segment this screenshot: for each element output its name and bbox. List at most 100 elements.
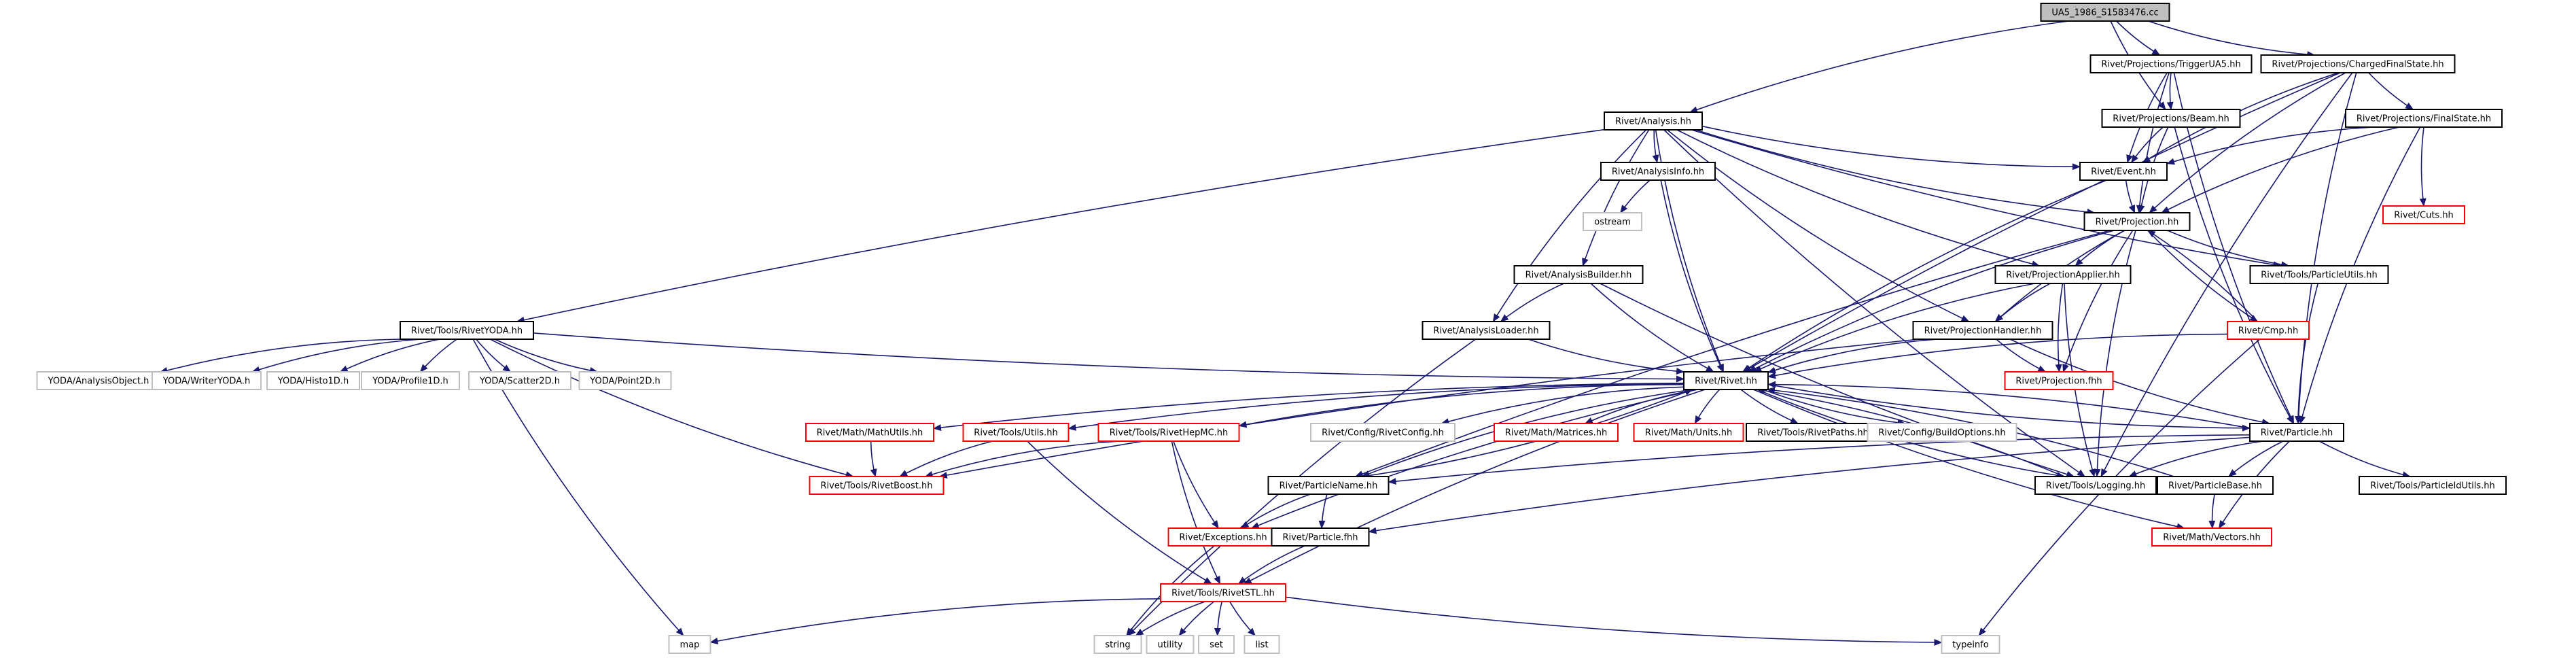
- node-box: [1867, 423, 2017, 442]
- node-label: Rivet/ParticleBase.hh: [2168, 481, 2262, 491]
- node-map[interactable]: map: [668, 635, 711, 654]
- node-box: [1994, 265, 2132, 284]
- node-rivet-math-units-hh[interactable]: Rivet/Math/Units.hh: [1633, 423, 1744, 442]
- node-set[interactable]: set: [1198, 635, 1235, 654]
- edge-finalstate-to-cuts: [2419, 126, 2427, 207]
- edge-beam-to-particle: [2174, 126, 2294, 424]
- edge-rivet-to-particle: [1767, 383, 2251, 432]
- node-label: Rivet/Cuts.hh: [2394, 211, 2454, 221]
- node-rivet-projections-finalstate-hh[interactable]: Rivet/Projections/FinalState.hh: [2345, 109, 2503, 128]
- node-label: Rivet/Event.hh: [2091, 167, 2156, 177]
- node-yoda-profile1d-h[interactable]: YODA/Profile1D.h: [361, 371, 460, 390]
- node-rivet-cmp-hh[interactable]: Rivet/Cmp.hh: [2227, 321, 2310, 340]
- node-box: [2101, 109, 2241, 128]
- node-rivet-math-mathutils-hh[interactable]: Rivet/Math/MathUtils.hh: [805, 423, 934, 442]
- node-rivet-tools-utils-hh[interactable]: Rivet/Tools/Utils.hh: [962, 423, 1070, 442]
- node-yoda-scatter2d-h[interactable]: YODA/Scatter2D.h: [468, 371, 571, 390]
- node-rivet-exceptions-hh[interactable]: Rivet/Exceptions.hh: [1167, 527, 1279, 547]
- node-ua5-1986-s1583476-cc[interactable]: UA5_1986_S1583476.cc: [2040, 3, 2170, 22]
- node-label: Rivet/ProjectionHandler.hh: [1924, 326, 2042, 336]
- node-utility[interactable]: utility: [1146, 635, 1195, 654]
- node-label: Rivet/Config/RivetConfig.hh: [1322, 428, 1444, 438]
- node-rivet-particlename-hh[interactable]: Rivet/ParticleName.hh: [1267, 476, 1390, 495]
- node-rivet-projectionhandler-hh[interactable]: Rivet/ProjectionHandler.hh: [1912, 321, 2053, 340]
- node-rivet-rivet-hh[interactable]: Rivet/Rivet.hh: [1683, 371, 1769, 390]
- node-label: map: [680, 640, 700, 651]
- edge-particlename-to-rivet: [1362, 389, 1693, 477]
- node-typeinfo[interactable]: typeinfo: [1941, 635, 2000, 654]
- edge-analysis-to-logging: [1663, 129, 2086, 477]
- node-yoda-histo1d-h[interactable]: YODA/Histo1D.h: [266, 371, 360, 390]
- edge-rivetstl-to-typeinfo: [1285, 596, 1943, 646]
- node-rivet-analysisinfo-hh[interactable]: Rivet/AnalysisInfo.hh: [1600, 162, 1716, 181]
- edge-rivet-to-mathutils: [933, 382, 1684, 432]
- edge-rivetstl-to-utility: [1178, 601, 1215, 636]
- node-label: YODA/Profile1D.h: [372, 377, 448, 387]
- node-rivet-tools-rivethepmc-hh[interactable]: Rivet/Tools/RivetHepMC.hh: [1097, 423, 1240, 442]
- node-rivet-projections-triggerua5-hh[interactable]: Rivet/Projections/TriggerUA5.hh: [2089, 54, 2253, 73]
- node-rivet-projections-beam-hh[interactable]: Rivet/Projections/Beam.hh: [2101, 109, 2241, 128]
- node-rivet-analysisbuilder-hh[interactable]: Rivet/AnalysisBuilder.hh: [1513, 265, 1644, 284]
- node-label: Rivet/Tools/Utils.hh: [974, 428, 1057, 438]
- edge-projection-to-cmp: [2147, 230, 2259, 322]
- node-rivet-particle-hh[interactable]: Rivet/Particle.hh: [2249, 423, 2344, 442]
- node-box: [1097, 423, 1240, 442]
- node-rivet-tools-rivetboost-hh[interactable]: Rivet/Tools/RivetBoost.hh: [809, 476, 945, 495]
- node-label: Rivet/Particle.hh: [2261, 428, 2333, 438]
- node-rivet-cuts-hh[interactable]: Rivet/Cuts.hh: [2382, 205, 2465, 224]
- node-label: UA5_1986_S1583476.cc: [2051, 8, 2158, 18]
- node-rivet-config-buildoptions-hh[interactable]: Rivet/Config/BuildOptions.hh: [1867, 423, 2017, 442]
- edge-mathutils-to-rivetboost: [870, 440, 877, 477]
- node-box: [2359, 476, 2507, 495]
- node-box: [1604, 111, 1703, 131]
- node-rivet-projectionapplier-hh[interactable]: Rivet/ProjectionApplier.hh: [1994, 265, 2132, 284]
- node-string[interactable]: string: [1093, 635, 1142, 654]
- node-yoda-point2d-h[interactable]: YODA/Point2D.h: [578, 371, 672, 390]
- node-rivet-projection-hh[interactable]: Rivet/Projection.hh: [2083, 212, 2191, 231]
- edges-layer: [159, 20, 2427, 646]
- node-label: Rivet/Math/MathUtils.hh: [817, 428, 923, 438]
- node-rivet-particle-fhh[interactable]: Rivet/Particle.fhh: [1271, 527, 1370, 547]
- node-yoda-analysisobject-h[interactable]: YODA/AnalysisObject.h: [36, 371, 161, 390]
- node-label: Rivet/Projections/ChargedFinalState.hh: [2272, 60, 2443, 70]
- node-rivet-event-hh[interactable]: Rivet/Event.hh: [2079, 162, 2168, 181]
- node-box: [1271, 527, 1370, 547]
- edge-rivetstl-to-map: [709, 598, 1161, 644]
- edge-analysisinfo-to-ostream: [1620, 179, 1651, 213]
- node-rivet-projection-fhh[interactable]: Rivet/Projection.fhh: [2004, 371, 2114, 390]
- node-rivet-analysisloader-hh[interactable]: Rivet/AnalysisLoader.hh: [1422, 321, 1551, 340]
- node-box: [2382, 205, 2465, 224]
- node-rivet-projections-chargedfinalstate-hh[interactable]: Rivet/Projections/ChargedFinalState.hh: [2260, 54, 2456, 73]
- node-label: YODA/WriterYODA.h: [162, 377, 250, 387]
- node-box: [152, 371, 262, 390]
- node-rivet-math-matrices-hh[interactable]: Rivet/Math/Matrices.hh: [1494, 423, 1619, 442]
- node-list[interactable]: list: [1243, 635, 1280, 654]
- edge-rivet-to-vectors: [1753, 389, 2185, 530]
- node-rivet-analysis-hh[interactable]: Rivet/Analysis.hh: [1604, 111, 1703, 131]
- edge-rivetyoda-to-rivetboost: [490, 339, 854, 479]
- node-box: [400, 321, 534, 340]
- node-rivet-math-vectors-hh[interactable]: Rivet/Math/Vectors.hh: [2151, 527, 2272, 547]
- node-rivet-config-rivetconfig-hh[interactable]: Rivet/Config/RivetConfig.hh: [1310, 423, 1455, 442]
- node-rivet-tools-logging-hh[interactable]: Rivet/Tools/Logging.hh: [2034, 476, 2157, 495]
- edge-particleutils-to-particle: [2295, 283, 2318, 424]
- node-rivet-tools-rivetpaths-hh[interactable]: Rivet/Tools/RivetPaths.hh: [1746, 423, 1880, 442]
- edge-toolsutils-to-rivetstl: [1027, 440, 1213, 585]
- edge-rivet-to-hepmc: [1238, 383, 1684, 428]
- node-ostream[interactable]: ostream: [1583, 212, 1642, 231]
- node-yoda-writeryoda-h[interactable]: YODA/WriterYODA.h: [152, 371, 262, 390]
- node-label: string: [1105, 640, 1130, 651]
- node-label: Rivet/AnalysisBuilder.hh: [1525, 271, 1632, 281]
- node-rivet-tools-rivetstl-hh[interactable]: Rivet/Tools/RivetSTL.hh: [1160, 583, 1286, 602]
- node-rivet-tools-particleidutils-hh[interactable]: Rivet/Tools/ParticleIdUtils.hh: [2359, 476, 2507, 495]
- node-rivet-tools-rivetyoda-hh[interactable]: Rivet/Tools/RivetYODA.hh: [400, 321, 534, 340]
- node-box: [2079, 162, 2168, 181]
- edge-rivetstl-to-string: [1135, 601, 1205, 636]
- node-box: [1583, 212, 1642, 231]
- node-label: Rivet/Tools/RivetPaths.hh: [1757, 428, 1869, 438]
- edge-rivet-to-buildopts: [1763, 389, 1906, 426]
- node-box: [1513, 265, 1644, 284]
- node-box: [1146, 635, 1195, 654]
- node-rivet-tools-particleutils-hh[interactable]: Rivet/Tools/ParticleUtils.hh: [2249, 265, 2389, 284]
- node-rivet-particlebase-hh[interactable]: Rivet/ParticleBase.hh: [2157, 476, 2274, 495]
